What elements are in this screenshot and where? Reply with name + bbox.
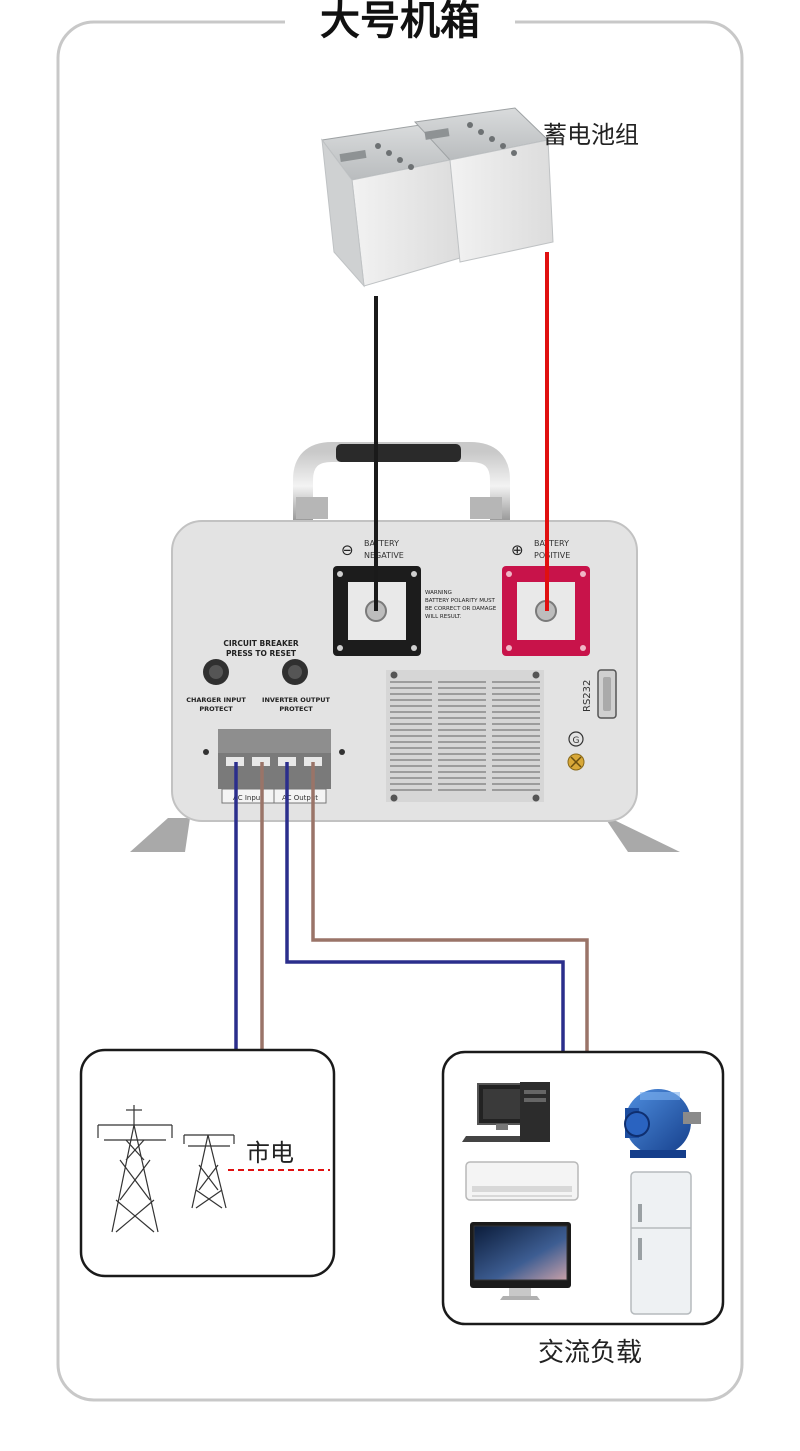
carry-handle xyxy=(293,442,510,520)
grid-label: 市电 xyxy=(246,1139,294,1167)
charger-input-breaker[interactable] xyxy=(203,659,229,685)
ac-output-label: AC Output xyxy=(282,794,318,802)
charger-input-label-line1: CHARGER INPUT xyxy=(186,696,246,704)
warning-line-1: WARNING xyxy=(425,590,452,596)
title-backdrop xyxy=(285,5,515,45)
ground-label: G xyxy=(573,736,580,746)
charger-input-label-line2: PROTECT xyxy=(199,705,233,713)
warning-line-4: WILL RESULT. xyxy=(425,614,462,620)
ac-terminal-block xyxy=(203,729,345,804)
warning-line-3: BE CORRECT OR DAMAGE xyxy=(425,606,497,612)
rs232-port[interactable] xyxy=(597,669,617,719)
breaker-label-line1: CIRCUIT BREAKER xyxy=(223,639,299,648)
desktop-pc-icon xyxy=(462,1082,550,1142)
negative-label-line1: BATTERY xyxy=(364,539,399,548)
positive-label-line2: POSITIVE xyxy=(534,551,570,560)
positive-symbol: ⊕ xyxy=(511,541,524,559)
breaker-label-line2: PRESS TO RESET xyxy=(226,649,297,658)
monitor-icon xyxy=(470,1222,571,1300)
air-conditioner-icon xyxy=(465,1161,579,1201)
inverter-output-breaker[interactable] xyxy=(282,659,308,685)
positive-label-line1: BATTERY xyxy=(534,539,569,548)
warning-line-2: BATTERY POLARITY MUST xyxy=(425,598,496,604)
page-title: 大号机箱 xyxy=(320,0,480,44)
ac-input-label: AC Input xyxy=(233,794,263,802)
ventilation-grille xyxy=(386,670,544,802)
refrigerator-icon xyxy=(630,1171,692,1315)
grid-box xyxy=(79,1048,336,1278)
ac-output-neutral-wire xyxy=(285,762,565,1052)
power-tower-icon xyxy=(97,1105,235,1233)
battery-label: 蓄电池组 xyxy=(543,121,639,149)
ground-screw-icon xyxy=(567,753,585,771)
ground-icon xyxy=(568,731,584,747)
ac-output-live-wire xyxy=(311,762,589,1052)
inverter-output-label-line1: INVERTER OUTPUT xyxy=(262,696,330,704)
battery-pack-icon xyxy=(321,107,554,288)
electric-motor-icon xyxy=(624,1089,701,1158)
negative-label-line2: NEGATIVE xyxy=(364,551,404,560)
rs232-label: RS232 xyxy=(582,680,593,712)
loads-label: 交流负载 xyxy=(538,1338,642,1368)
right-foot xyxy=(605,818,680,852)
inverter-output-label-line2: PROTECT xyxy=(279,705,313,713)
left-foot xyxy=(130,818,190,852)
negative-symbol: ⊖ xyxy=(341,541,354,559)
